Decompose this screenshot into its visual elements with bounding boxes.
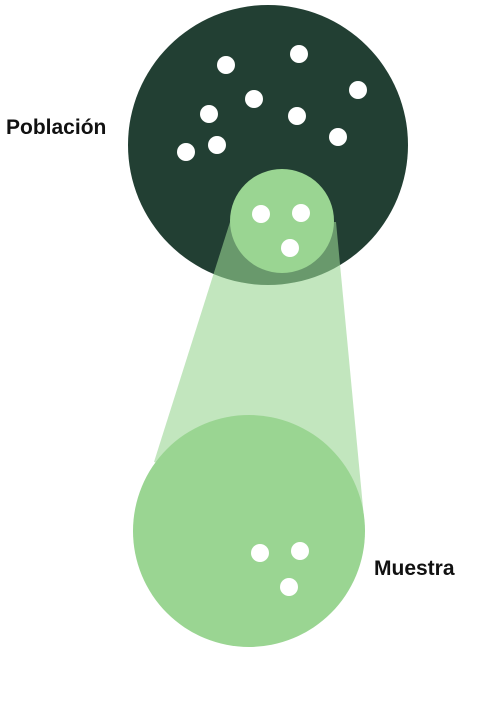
population-dot (177, 143, 195, 161)
sample-dot (251, 544, 269, 562)
sample-dot (280, 578, 298, 596)
population-dot (200, 105, 218, 123)
population-dot (329, 128, 347, 146)
population-dot (217, 56, 235, 74)
subset-dot (292, 204, 310, 222)
population-label: Población (6, 116, 107, 139)
sample-label: Muestra (374, 557, 455, 580)
selected-subset-dots (252, 204, 310, 257)
population-dot (290, 45, 308, 63)
sample-dots (251, 542, 309, 596)
population-dot (245, 90, 263, 108)
population-dot (288, 107, 306, 125)
population-dots (177, 45, 367, 161)
population-dot (349, 81, 367, 99)
sample-dot (291, 542, 309, 560)
selected-subset-circle (230, 169, 334, 273)
population-dot (208, 136, 226, 154)
population-circle (128, 5, 408, 285)
sample-circle (133, 415, 365, 647)
subset-dot (281, 239, 299, 257)
subset-dot (252, 205, 270, 223)
